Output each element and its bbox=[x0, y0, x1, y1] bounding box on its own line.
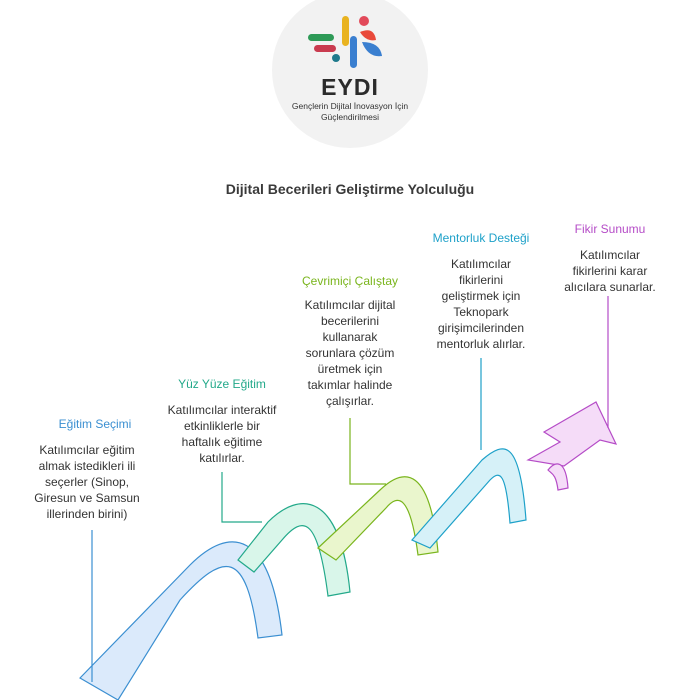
logo-badge bbox=[272, 0, 428, 148]
step-description-3: Katılımcılar dijital becerilerini kullan… bbox=[282, 297, 418, 409]
step-shape-5 bbox=[526, 401, 618, 491]
step-description-5: Katılımcılar fikirlerini karar alıcılara… bbox=[546, 247, 674, 295]
step-description-line: alıcılara sunarlar. bbox=[564, 280, 656, 294]
step-description-line: Katılımcılar interaktif bbox=[167, 403, 277, 417]
step-description-line: seçerler (Sinop, bbox=[44, 475, 130, 489]
step-title-3: Çevrimiçi Çalıştay bbox=[301, 274, 398, 288]
step-description-line: fikirlerini bbox=[458, 273, 503, 287]
step-title-1: Eğitim Seçimi bbox=[58, 417, 132, 431]
step-description-line: takımlar halinde bbox=[307, 378, 393, 392]
step-description-line: Katılımcılar eğitim bbox=[39, 443, 135, 457]
step-description-line: kullanarak bbox=[322, 330, 378, 344]
tagline-line: Gençlerin Dijital İnovasyon İçin bbox=[291, 101, 409, 111]
step-description-line: sorunlara çözüm bbox=[305, 346, 395, 360]
step-title-4: Mentorluk Desteği bbox=[432, 231, 530, 245]
step-shape-3 bbox=[317, 476, 439, 561]
step-title-5: Fikir Sunumu bbox=[574, 222, 646, 236]
step-description-line: geliştirmek için bbox=[441, 289, 521, 303]
connector-line-3 bbox=[349, 418, 386, 485]
step-description-4: Katılımcılar fikirlerini geliştirmek içi… bbox=[412, 256, 550, 352]
step-description-line: çalışırlar. bbox=[325, 394, 374, 408]
step-description-1: Katılımcılar eğitim almak istedikleri il… bbox=[12, 442, 162, 522]
step-description-line: mentorluk alırlar. bbox=[436, 337, 526, 351]
step-shape-2 bbox=[237, 503, 351, 597]
step-description-line: haftalık eğitime bbox=[181, 435, 263, 449]
step-description-line: Katılımcılar bbox=[579, 248, 640, 262]
tagline-line: Güçlendirilmesi bbox=[320, 112, 380, 122]
step-description-line: almak istedikleri ili bbox=[38, 459, 136, 473]
step-shape-4 bbox=[411, 448, 527, 549]
brand-tagline: Gençlerin Dijital İnovasyon İçin Güçlend… bbox=[272, 101, 428, 123]
diagram-title: Dijital Becerileri Geliştirme Yolculuğu bbox=[225, 181, 475, 197]
step-description-line: katılırlar. bbox=[199, 451, 245, 465]
step-description-line: etkinliklerle bir bbox=[183, 419, 261, 433]
step-description-line: becerilerini bbox=[320, 314, 380, 328]
brand-name: EYDI bbox=[321, 74, 379, 100]
step-description-line: fikirlerini karar bbox=[572, 264, 648, 278]
step-title-2: Yüz Yüze Eğitim bbox=[178, 377, 266, 391]
step-shape-1 bbox=[79, 541, 283, 700]
step-description-line: Teknopark bbox=[453, 305, 509, 319]
step-description-line: Katılımcılar bbox=[450, 257, 511, 271]
connector-line-2 bbox=[221, 472, 262, 523]
step-description-2: Katılımcılar interaktif etkinliklerle bi… bbox=[146, 402, 298, 466]
step-description-line: illerinden birini) bbox=[46, 507, 128, 521]
step-description-line: üretmek için bbox=[317, 362, 383, 376]
step-description-line: Giresun ve Samsun bbox=[34, 491, 140, 505]
step-description-line: Katılımcılar dijital bbox=[304, 298, 396, 312]
step-description-line: girişimcilerinden bbox=[437, 321, 525, 335]
eydi-logo-icon bbox=[308, 16, 382, 68]
